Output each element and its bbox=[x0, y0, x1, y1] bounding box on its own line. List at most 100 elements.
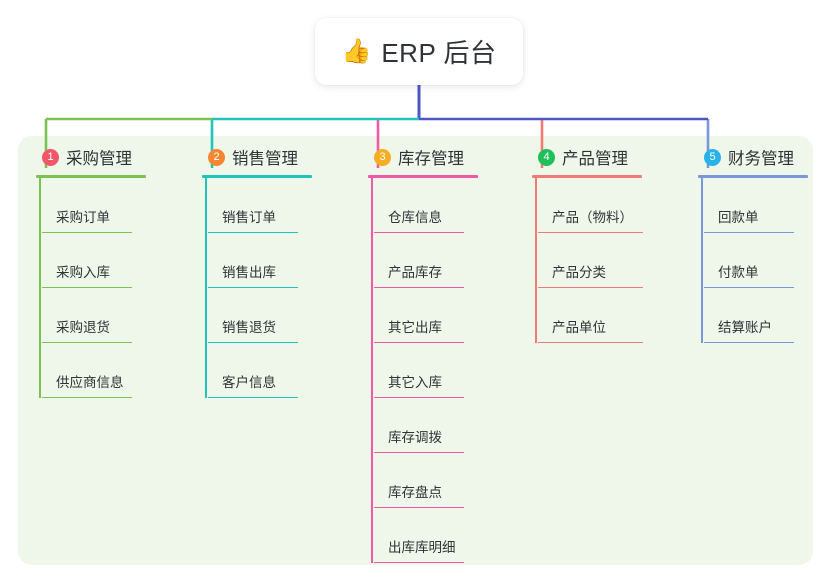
menu-item-rule bbox=[538, 231, 643, 233]
thumbs-up-icon: 👍 bbox=[341, 37, 372, 65]
column-badge: 1 bbox=[42, 148, 59, 166]
column-title: 产品管理 bbox=[562, 150, 628, 168]
menu-item-label: 出库库明细 bbox=[388, 540, 456, 555]
menu-item-rule bbox=[374, 231, 464, 233]
column-4: 4 产品管理产品（物料） 产品分类产品单位 bbox=[532, 145, 643, 343]
menu-item[interactable]: 出库库明细 bbox=[371, 508, 478, 563]
column-header-rule bbox=[532, 175, 642, 178]
column-spine bbox=[701, 178, 703, 343]
menu-item[interactable]: 采购入库 bbox=[39, 233, 146, 288]
menu-item-rule bbox=[208, 231, 298, 233]
menu-item-rule bbox=[42, 231, 132, 233]
menu-item-rule bbox=[208, 396, 298, 398]
column-title: 财务管理 bbox=[728, 150, 794, 168]
menu-item-label: 客户信息 bbox=[222, 375, 276, 390]
menu-item[interactable]: 其它入库 bbox=[371, 343, 478, 398]
menu-item-label: 其它出库 bbox=[388, 320, 442, 335]
menu-item[interactable]: 销售出库 bbox=[205, 233, 312, 288]
column-badge: 3 bbox=[374, 148, 391, 166]
menu-item-label: 销售出库 bbox=[222, 265, 276, 280]
column-items: 采购订单采购入库采购退货供应商信息 bbox=[36, 178, 146, 398]
column-header[interactable]: 5 财务管理 bbox=[698, 145, 808, 169]
root-title: ERP 后台 bbox=[381, 38, 497, 68]
column-header-rule bbox=[698, 175, 808, 178]
menu-item-label: 供应商信息 bbox=[56, 375, 124, 390]
menu-item-label: 其它入库 bbox=[388, 375, 442, 390]
menu-item[interactable]: 付款单 bbox=[701, 233, 808, 288]
menu-item[interactable]: 销售订单 bbox=[205, 178, 312, 233]
menu-item-rule bbox=[42, 341, 132, 343]
menu-item[interactable]: 客户信息 bbox=[205, 343, 312, 398]
column-items: 产品（物料） 产品分类产品单位 bbox=[532, 178, 643, 343]
menu-item-label: 付款单 bbox=[718, 265, 759, 280]
menu-item-rule bbox=[208, 286, 298, 288]
menu-item[interactable]: 产品单位 bbox=[535, 288, 643, 343]
column-2: 2 销售管理销售订单销售出库销售退货客户信息 bbox=[202, 145, 312, 398]
menu-item[interactable]: 回款单 bbox=[701, 178, 808, 233]
column-items: 仓库信息产品库存其它出库其它入库库存调拨库存盘点出库库明细 bbox=[368, 178, 478, 563]
menu-item[interactable]: 库存调拨 bbox=[371, 398, 478, 453]
menu-item-label: 回款单 bbox=[718, 210, 759, 225]
menu-item-rule bbox=[704, 231, 794, 233]
column-items: 回款单付款单结算账户 bbox=[698, 178, 808, 343]
menu-item-rule bbox=[538, 286, 643, 288]
column-header-rule bbox=[368, 175, 478, 178]
column-header[interactable]: 4 产品管理 bbox=[532, 145, 642, 169]
column-spine bbox=[39, 178, 41, 398]
menu-item-rule bbox=[374, 341, 464, 343]
column-header[interactable]: 2 销售管理 bbox=[202, 145, 312, 169]
column-5: 5 财务管理回款单付款单结算账户 bbox=[698, 145, 808, 343]
column-title: 销售管理 bbox=[232, 150, 298, 168]
column-spine bbox=[535, 178, 537, 343]
menu-item[interactable]: 产品库存 bbox=[371, 233, 478, 288]
diagram-panel bbox=[18, 136, 813, 565]
menu-item-rule bbox=[42, 396, 132, 398]
column-badge: 5 bbox=[704, 148, 721, 166]
menu-item-rule bbox=[704, 341, 794, 343]
menu-item-rule bbox=[208, 341, 298, 343]
menu-item-rule bbox=[374, 396, 464, 398]
menu-item-label: 采购入库 bbox=[56, 265, 110, 280]
menu-item[interactable]: 其它出库 bbox=[371, 288, 478, 343]
column-header-rule bbox=[202, 175, 312, 178]
menu-item-label: 仓库信息 bbox=[388, 210, 442, 225]
menu-item-rule bbox=[374, 506, 464, 508]
menu-item[interactable]: 库存盘点 bbox=[371, 453, 478, 508]
menu-item[interactable]: 供应商信息 bbox=[39, 343, 146, 398]
menu-item-label: 产品库存 bbox=[388, 265, 442, 280]
column-items: 销售订单销售出库销售退货客户信息 bbox=[202, 178, 312, 398]
menu-item[interactable]: 仓库信息 bbox=[371, 178, 478, 233]
column-header[interactable]: 1 采购管理 bbox=[36, 145, 146, 169]
menu-item[interactable]: 采购退货 bbox=[39, 288, 146, 343]
column-spine bbox=[371, 178, 373, 563]
menu-item-label: 产品分类 bbox=[552, 265, 606, 280]
menu-item-label: 销售退货 bbox=[222, 320, 276, 335]
menu-item-rule bbox=[704, 286, 794, 288]
menu-item-rule bbox=[42, 286, 132, 288]
menu-item-label: 采购退货 bbox=[56, 320, 110, 335]
column-title: 采购管理 bbox=[66, 150, 132, 168]
root-node[interactable]: 👍 ERP 后台 bbox=[315, 18, 523, 85]
column-header-rule bbox=[36, 175, 146, 178]
column-badge: 4 bbox=[538, 148, 555, 166]
menu-item-label: 库存盘点 bbox=[388, 485, 442, 500]
menu-item[interactable]: 采购订单 bbox=[39, 178, 146, 233]
menu-item-rule bbox=[374, 561, 464, 563]
menu-item-label: 库存调拨 bbox=[388, 430, 442, 445]
menu-item-label: 结算账户 bbox=[718, 320, 772, 335]
menu-item-rule bbox=[538, 341, 643, 343]
menu-item[interactable]: 产品分类 bbox=[535, 233, 643, 288]
menu-item[interactable]: 结算账户 bbox=[701, 288, 808, 343]
menu-item-rule bbox=[374, 286, 464, 288]
menu-item-label: 销售订单 bbox=[222, 210, 276, 225]
column-spine bbox=[205, 178, 207, 398]
menu-item[interactable]: 销售退货 bbox=[205, 288, 312, 343]
column-1: 1 采购管理采购订单采购入库采购退货供应商信息 bbox=[36, 145, 146, 398]
column-badge: 2 bbox=[208, 148, 225, 166]
menu-item-label: 采购订单 bbox=[56, 210, 110, 225]
menu-item-label: 产品单位 bbox=[552, 320, 606, 335]
menu-item[interactable]: 产品（物料） bbox=[535, 178, 643, 233]
